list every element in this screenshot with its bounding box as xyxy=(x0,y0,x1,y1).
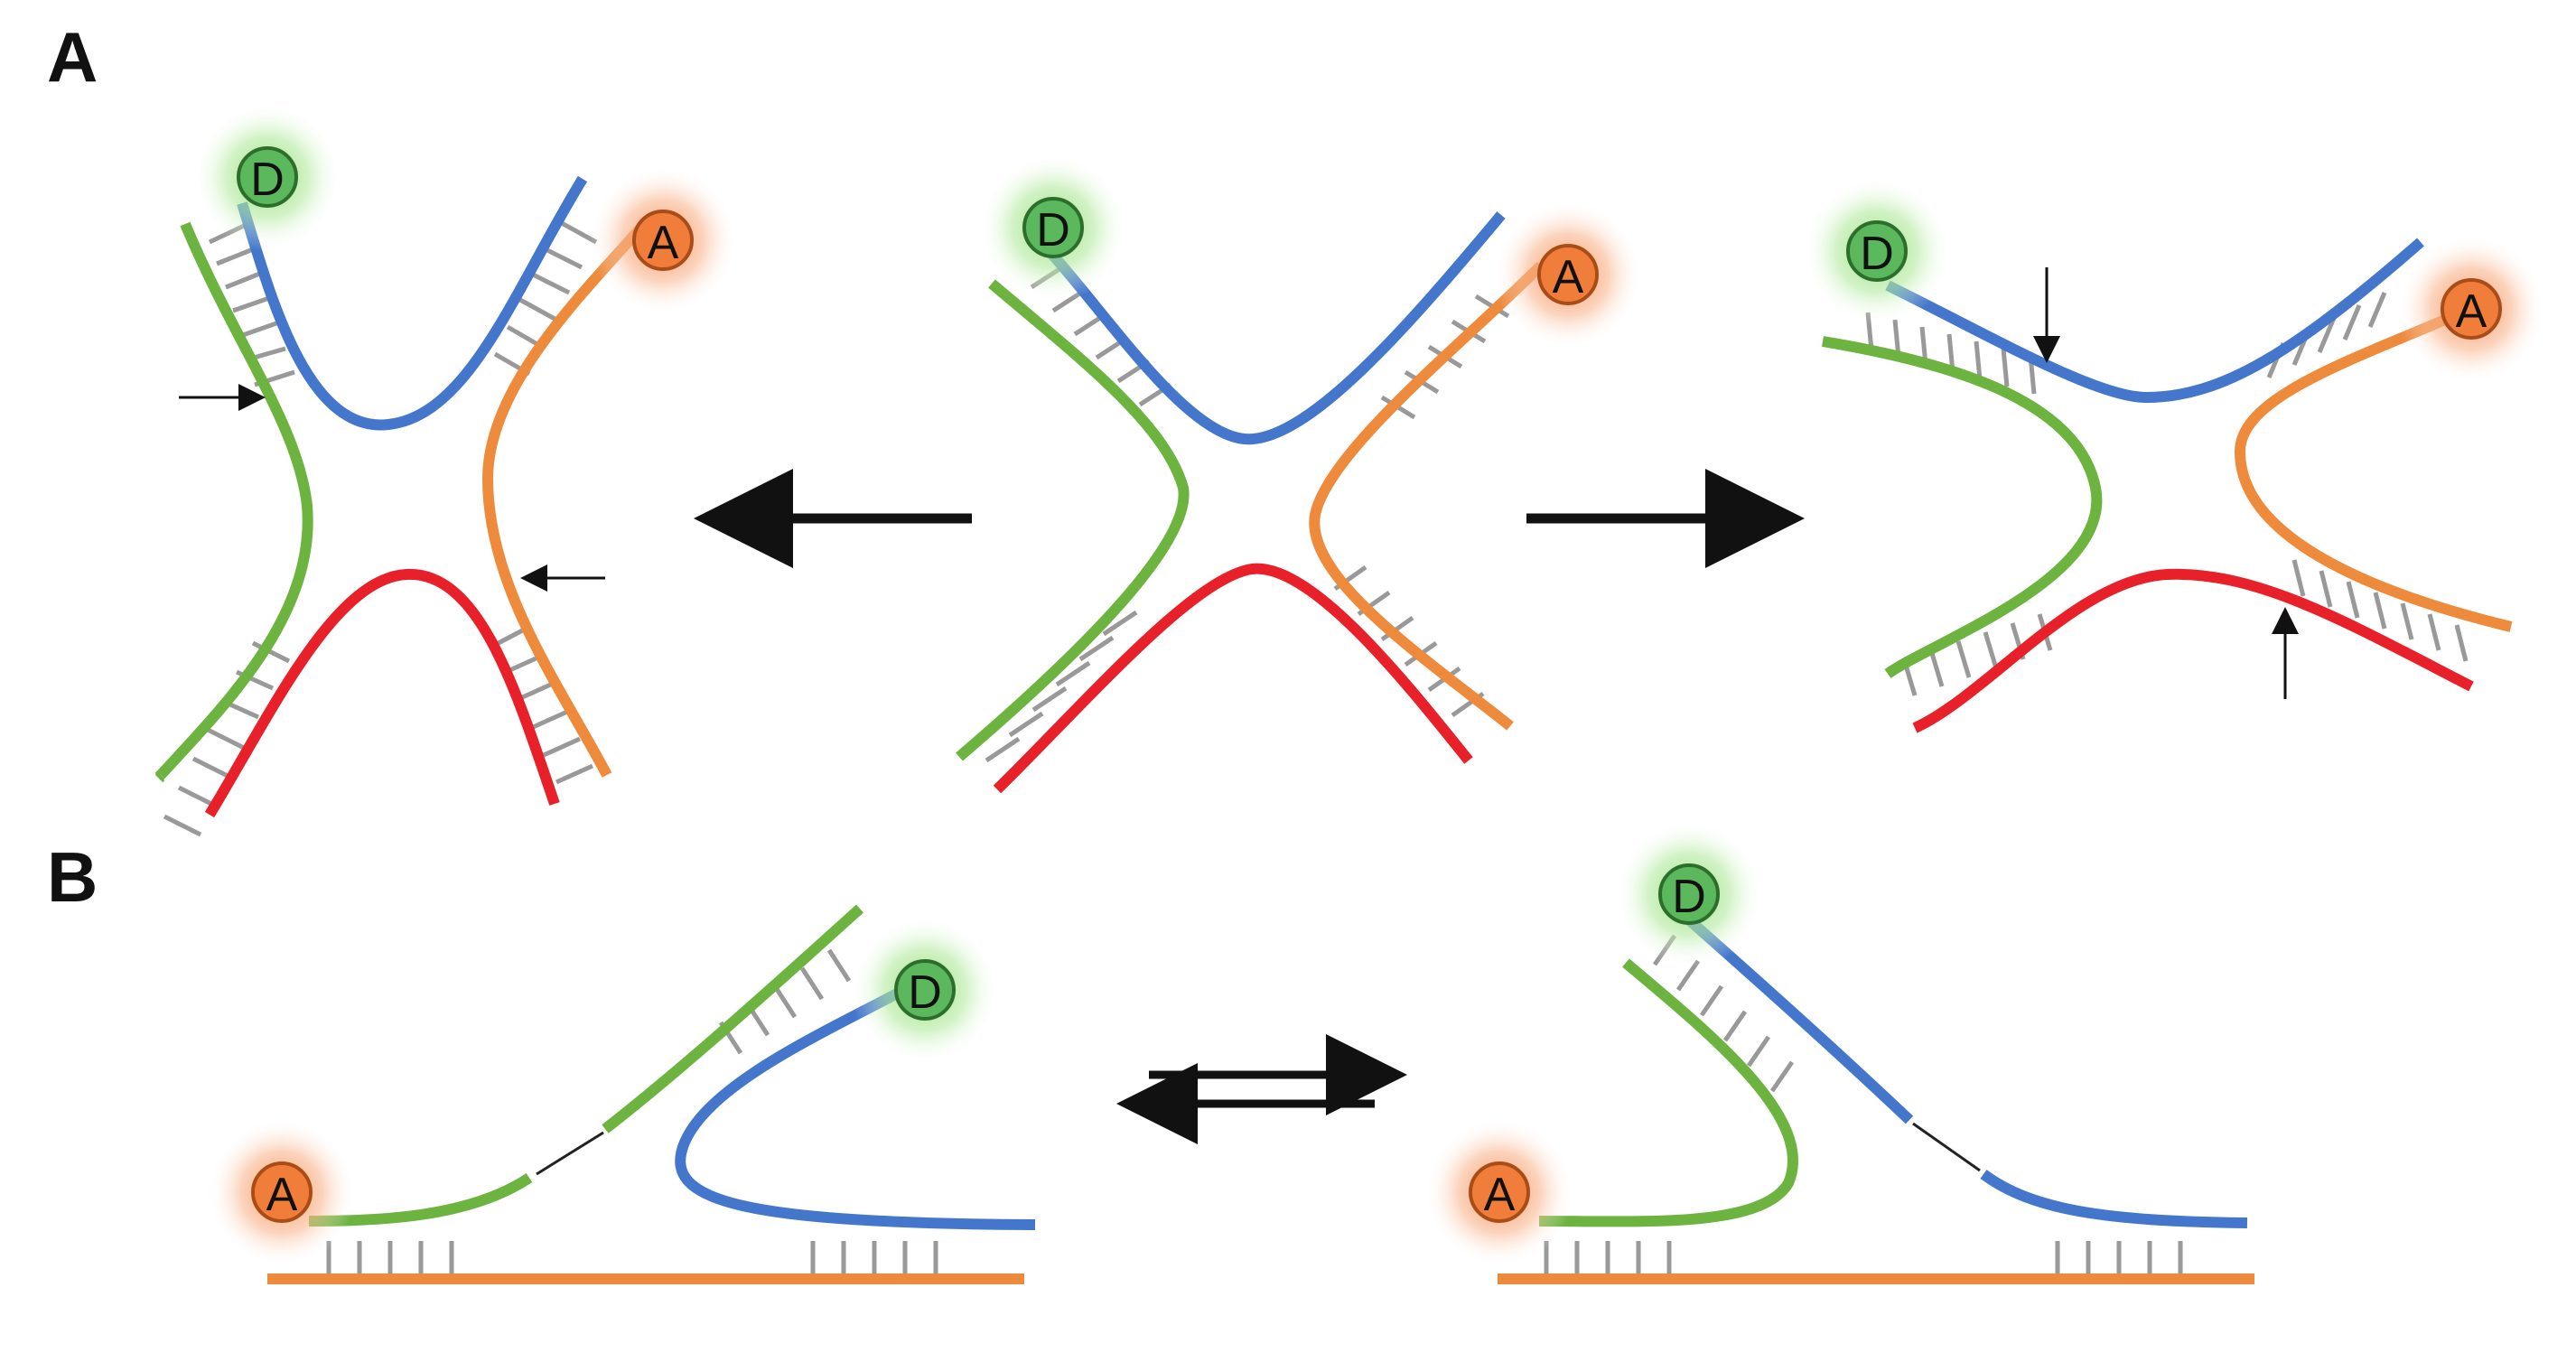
donor-label-b-right: D xyxy=(1672,871,1706,923)
panel-b-label: B xyxy=(47,837,98,917)
red-strand xyxy=(204,568,560,818)
blue-strand-center xyxy=(1041,211,1506,445)
base-pairs-lower-left xyxy=(163,640,291,837)
blue-strand xyxy=(237,175,588,431)
acceptor-label: A xyxy=(648,217,679,269)
acceptor-dot-center xyxy=(1537,244,1599,305)
panel-a-right-junction: D A xyxy=(1803,177,2545,733)
acceptor-dot-b-right xyxy=(1469,1161,1530,1223)
green-strand xyxy=(156,221,313,779)
acceptor-dot-b-left xyxy=(251,1161,313,1223)
orange-strand xyxy=(481,225,644,778)
linker-b-right xyxy=(1912,1122,1981,1172)
donor-label-right: D xyxy=(1860,228,1894,280)
donor-dot-right xyxy=(1846,220,1908,282)
blue-strand-b-right-lower xyxy=(1980,1170,2248,1228)
panel-b-right-structure: D A xyxy=(1425,820,2254,1284)
donor-label-center: D xyxy=(1036,204,1070,257)
donor-dot-b-right xyxy=(1658,863,1720,925)
orange-strand-right xyxy=(2234,307,2513,632)
acceptor-label-b-left: A xyxy=(266,1169,298,1221)
donor-dot-b-left xyxy=(894,959,956,1021)
red-strand-right xyxy=(1912,568,2474,733)
blue-strand-b-left xyxy=(675,979,1036,1230)
green-strand-tail-2 xyxy=(154,772,165,783)
acceptor-label-right: A xyxy=(2456,285,2487,338)
acceptor-label-b-right: A xyxy=(1484,1169,1516,1221)
base-pairs-b-left xyxy=(326,948,938,1273)
red-strand-center xyxy=(993,563,1473,794)
acceptor-dot-right xyxy=(2441,278,2502,340)
green-strand-b-right xyxy=(1538,958,1798,1227)
blue-strand-right xyxy=(1885,238,2424,404)
acceptor-dot xyxy=(632,210,694,271)
panel-a-label: A xyxy=(47,17,98,97)
acceptor-label-center: A xyxy=(1553,251,1584,303)
donor-dot-center xyxy=(1022,197,1084,258)
panel-a-center-junction: D A xyxy=(956,154,1642,794)
green-strand-right xyxy=(1822,336,2103,678)
linker-b-left xyxy=(536,1131,604,1176)
donor-label: D xyxy=(250,154,285,206)
green-strand-center xyxy=(956,279,1190,761)
donor-dot xyxy=(237,146,298,208)
donor-label-b-left: D xyxy=(908,966,942,1019)
green-strand-b-left-upper xyxy=(602,904,864,1133)
orange-strand-center xyxy=(1309,261,1545,731)
panel-a-left-junction: D A xyxy=(154,103,737,837)
panel-b-left-structure: D A xyxy=(208,904,1036,1284)
